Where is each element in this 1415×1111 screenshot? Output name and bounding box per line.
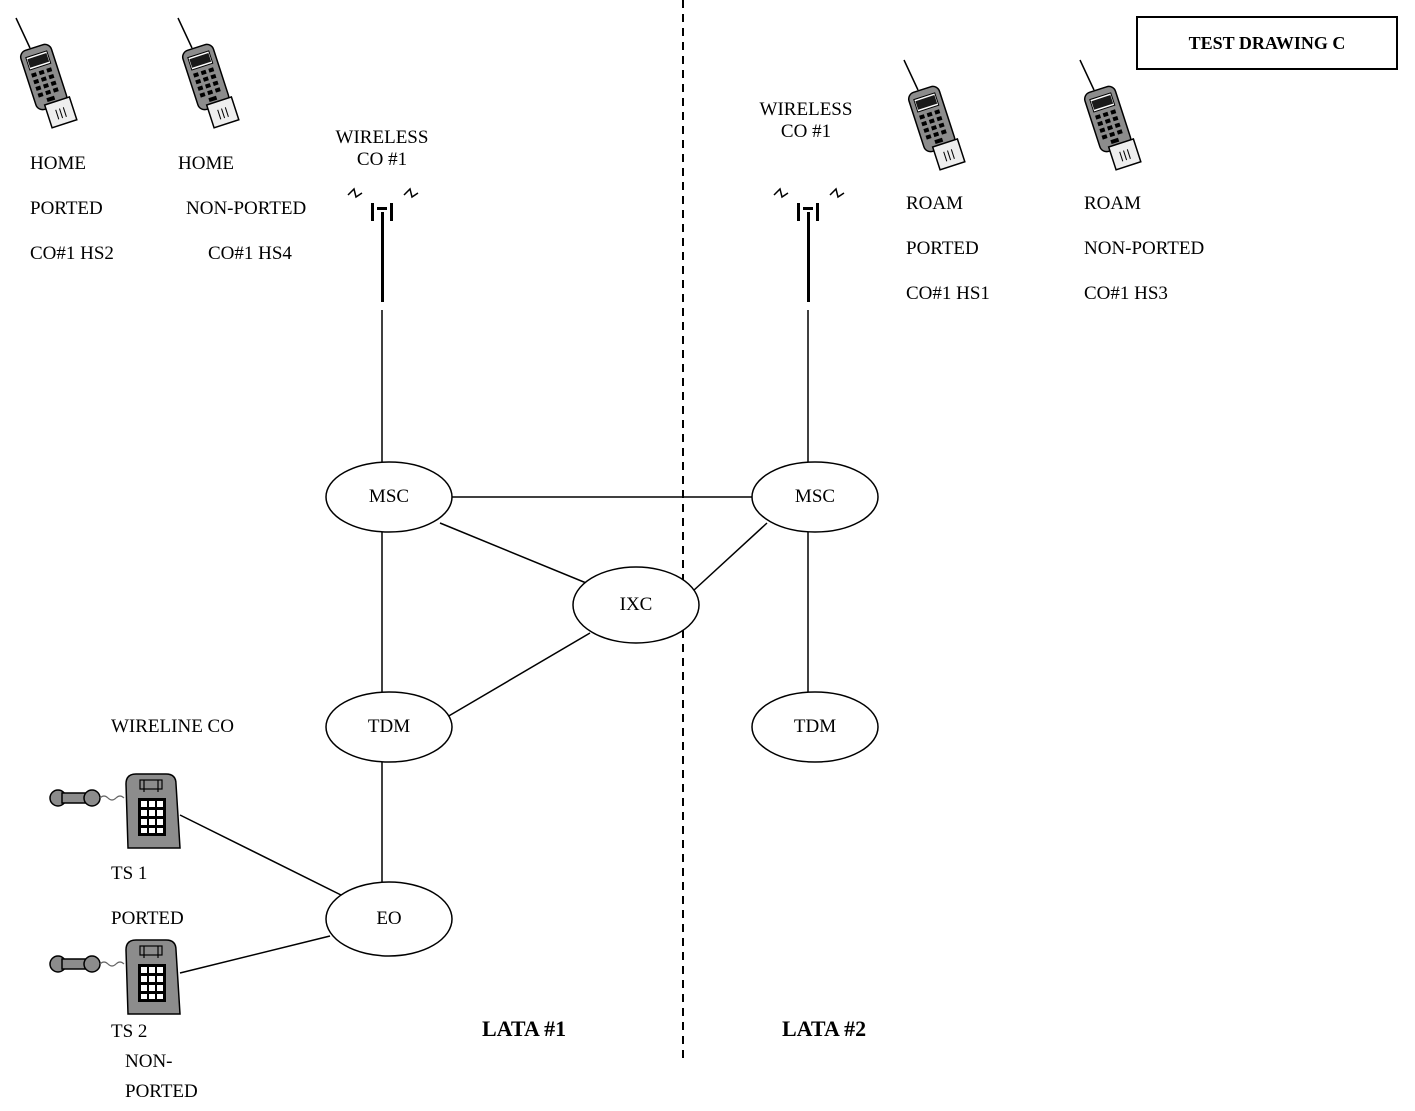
ts2-label: TS 2 NON- PORTED bbox=[111, 1021, 198, 1102]
mobile-phone-icon bbox=[1079, 59, 1142, 171]
eo-node bbox=[325, 881, 453, 957]
tdm-right-label: TDM bbox=[793, 716, 837, 737]
mobile-phone-icon bbox=[15, 17, 78, 129]
tdm-left-node bbox=[325, 691, 453, 763]
desk-phone-icon bbox=[49, 773, 181, 849]
antenna-tower-icon bbox=[773, 188, 845, 303]
link-ts2-eo bbox=[179, 935, 331, 974]
drawing-title: TEST DRAWING C bbox=[1136, 16, 1398, 70]
tdm-right-node bbox=[751, 691, 879, 763]
msc-left-label: MSC bbox=[368, 486, 410, 507]
msc-right-label: MSC bbox=[794, 486, 836, 507]
desk-phone-icon bbox=[49, 939, 181, 1015]
link-msc-right-ixc bbox=[692, 522, 768, 592]
connections bbox=[179, 310, 809, 974]
lata-2-label: LATA #2 bbox=[782, 1016, 867, 1041]
msc-right-node bbox=[751, 461, 879, 533]
link-ts1-eo bbox=[179, 814, 344, 897]
antenna-tower-icon bbox=[347, 188, 419, 303]
tdm-left-label: TDM bbox=[367, 716, 411, 737]
mobile-phone-icon bbox=[903, 59, 966, 171]
lata-1-label: LATA #1 bbox=[482, 1016, 567, 1041]
ixc-node bbox=[572, 566, 700, 644]
mobile-phone-icon bbox=[177, 17, 240, 129]
link-ixc-tdm-left bbox=[446, 632, 591, 718]
ixc-label: IXC bbox=[619, 594, 653, 615]
wireline-co-label: WIRELINE CO bbox=[111, 716, 234, 737]
nodes bbox=[325, 461, 879, 957]
eo-label: EO bbox=[376, 908, 402, 929]
handset-hs4-label: HOME NON-PORTED CO#1 HS4 bbox=[178, 153, 307, 264]
msc-left-node bbox=[325, 461, 453, 533]
link-msc-left-ixc bbox=[439, 522, 597, 588]
